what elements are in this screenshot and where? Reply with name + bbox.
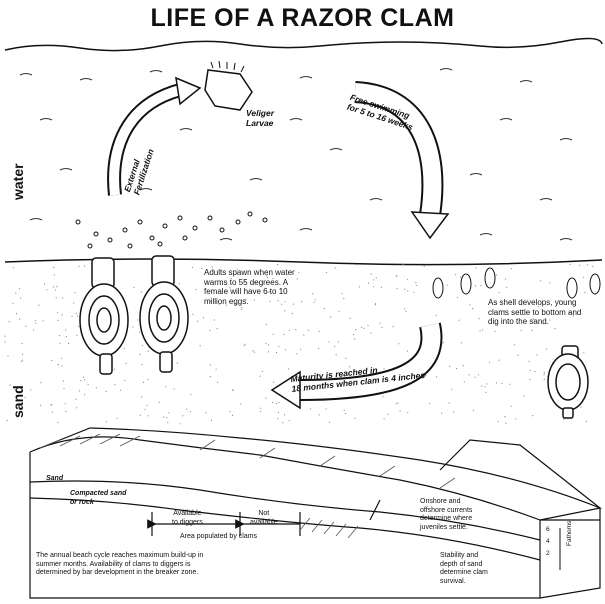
egg-particles [76, 212, 267, 248]
label-not-available: Not available [250, 510, 278, 527]
mature-clam-icon [548, 346, 588, 418]
adult-clam-icon [140, 256, 188, 372]
water-ripples [20, 69, 572, 241]
label-annual-cycle: The annual beach cycle reaches maximum b… [36, 552, 226, 578]
fathom-tick: 2 [546, 550, 550, 559]
label-veliger-larvae: Veliger Larvae [246, 108, 274, 128]
fathom-tick: 6 [546, 526, 550, 535]
page-title: LIFE OF A RAZOR CLAM [0, 4, 605, 33]
label-compacted-sand: Compacted sand or rock [70, 490, 126, 507]
zone-label-sand: sand [10, 385, 26, 418]
label-onshore-currents: Onshore and offshore currents determine … [420, 498, 472, 532]
zone-label-water: water [10, 163, 26, 200]
label-available: Available to diggers [172, 510, 203, 527]
veliger-larva-icon [205, 61, 252, 110]
water-surface [5, 38, 602, 50]
adult-clam-icon [80, 258, 128, 374]
label-area-populated: Area populated by clams [180, 533, 257, 542]
label-stability: Stability and depth of sand determine cl… [440, 552, 488, 586]
juvenile-clam-icon [433, 268, 600, 298]
label-sand-layer: Sand [46, 475, 63, 484]
fathom-tick: 4 [546, 538, 550, 547]
label-fathoms: Fathoms [566, 521, 575, 546]
label-adults-spawn: Adults spawn when water warms to 55 degr… [204, 268, 296, 306]
label-shell-develops: As shell develops, young clams settle to… [488, 298, 588, 327]
